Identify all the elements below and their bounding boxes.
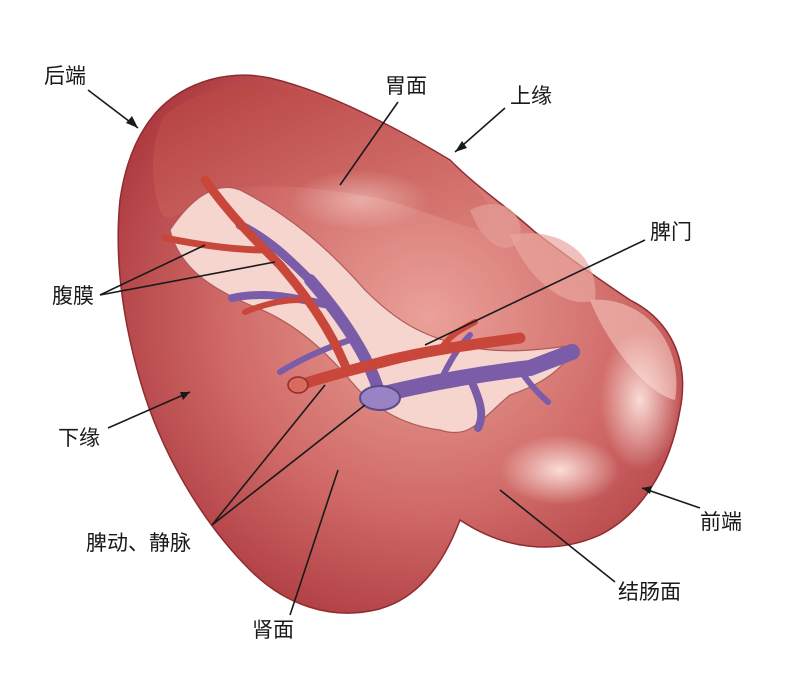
highlight-1	[600, 330, 680, 470]
highlight-3	[290, 170, 430, 230]
label-renal-surface: 肾面	[252, 618, 294, 642]
label-anterior-end: 前端	[700, 510, 742, 534]
label-superior-border: 上缘	[510, 84, 552, 108]
lobe-bump-1	[470, 204, 521, 248]
label-splenic-hilum: 脾门	[650, 220, 692, 244]
label-gastric-surface: 胃面	[385, 74, 427, 98]
label-posterior-end: 后端	[44, 64, 86, 88]
highlight-2	[500, 435, 620, 505]
label-peritoneum: 腹膜	[52, 284, 94, 308]
artery-cut-end	[287, 376, 309, 394]
splenic-artery	[161, 175, 526, 391]
lobe-bump-2	[510, 233, 596, 303]
label-splenic-vessels: 脾动、静脉	[86, 531, 191, 555]
label-inferior-border: 下缘	[58, 426, 100, 450]
arrowheads	[126, 116, 652, 494]
label-colic-surface: 结肠面	[618, 580, 681, 604]
vein-cut-end	[359, 385, 401, 411]
